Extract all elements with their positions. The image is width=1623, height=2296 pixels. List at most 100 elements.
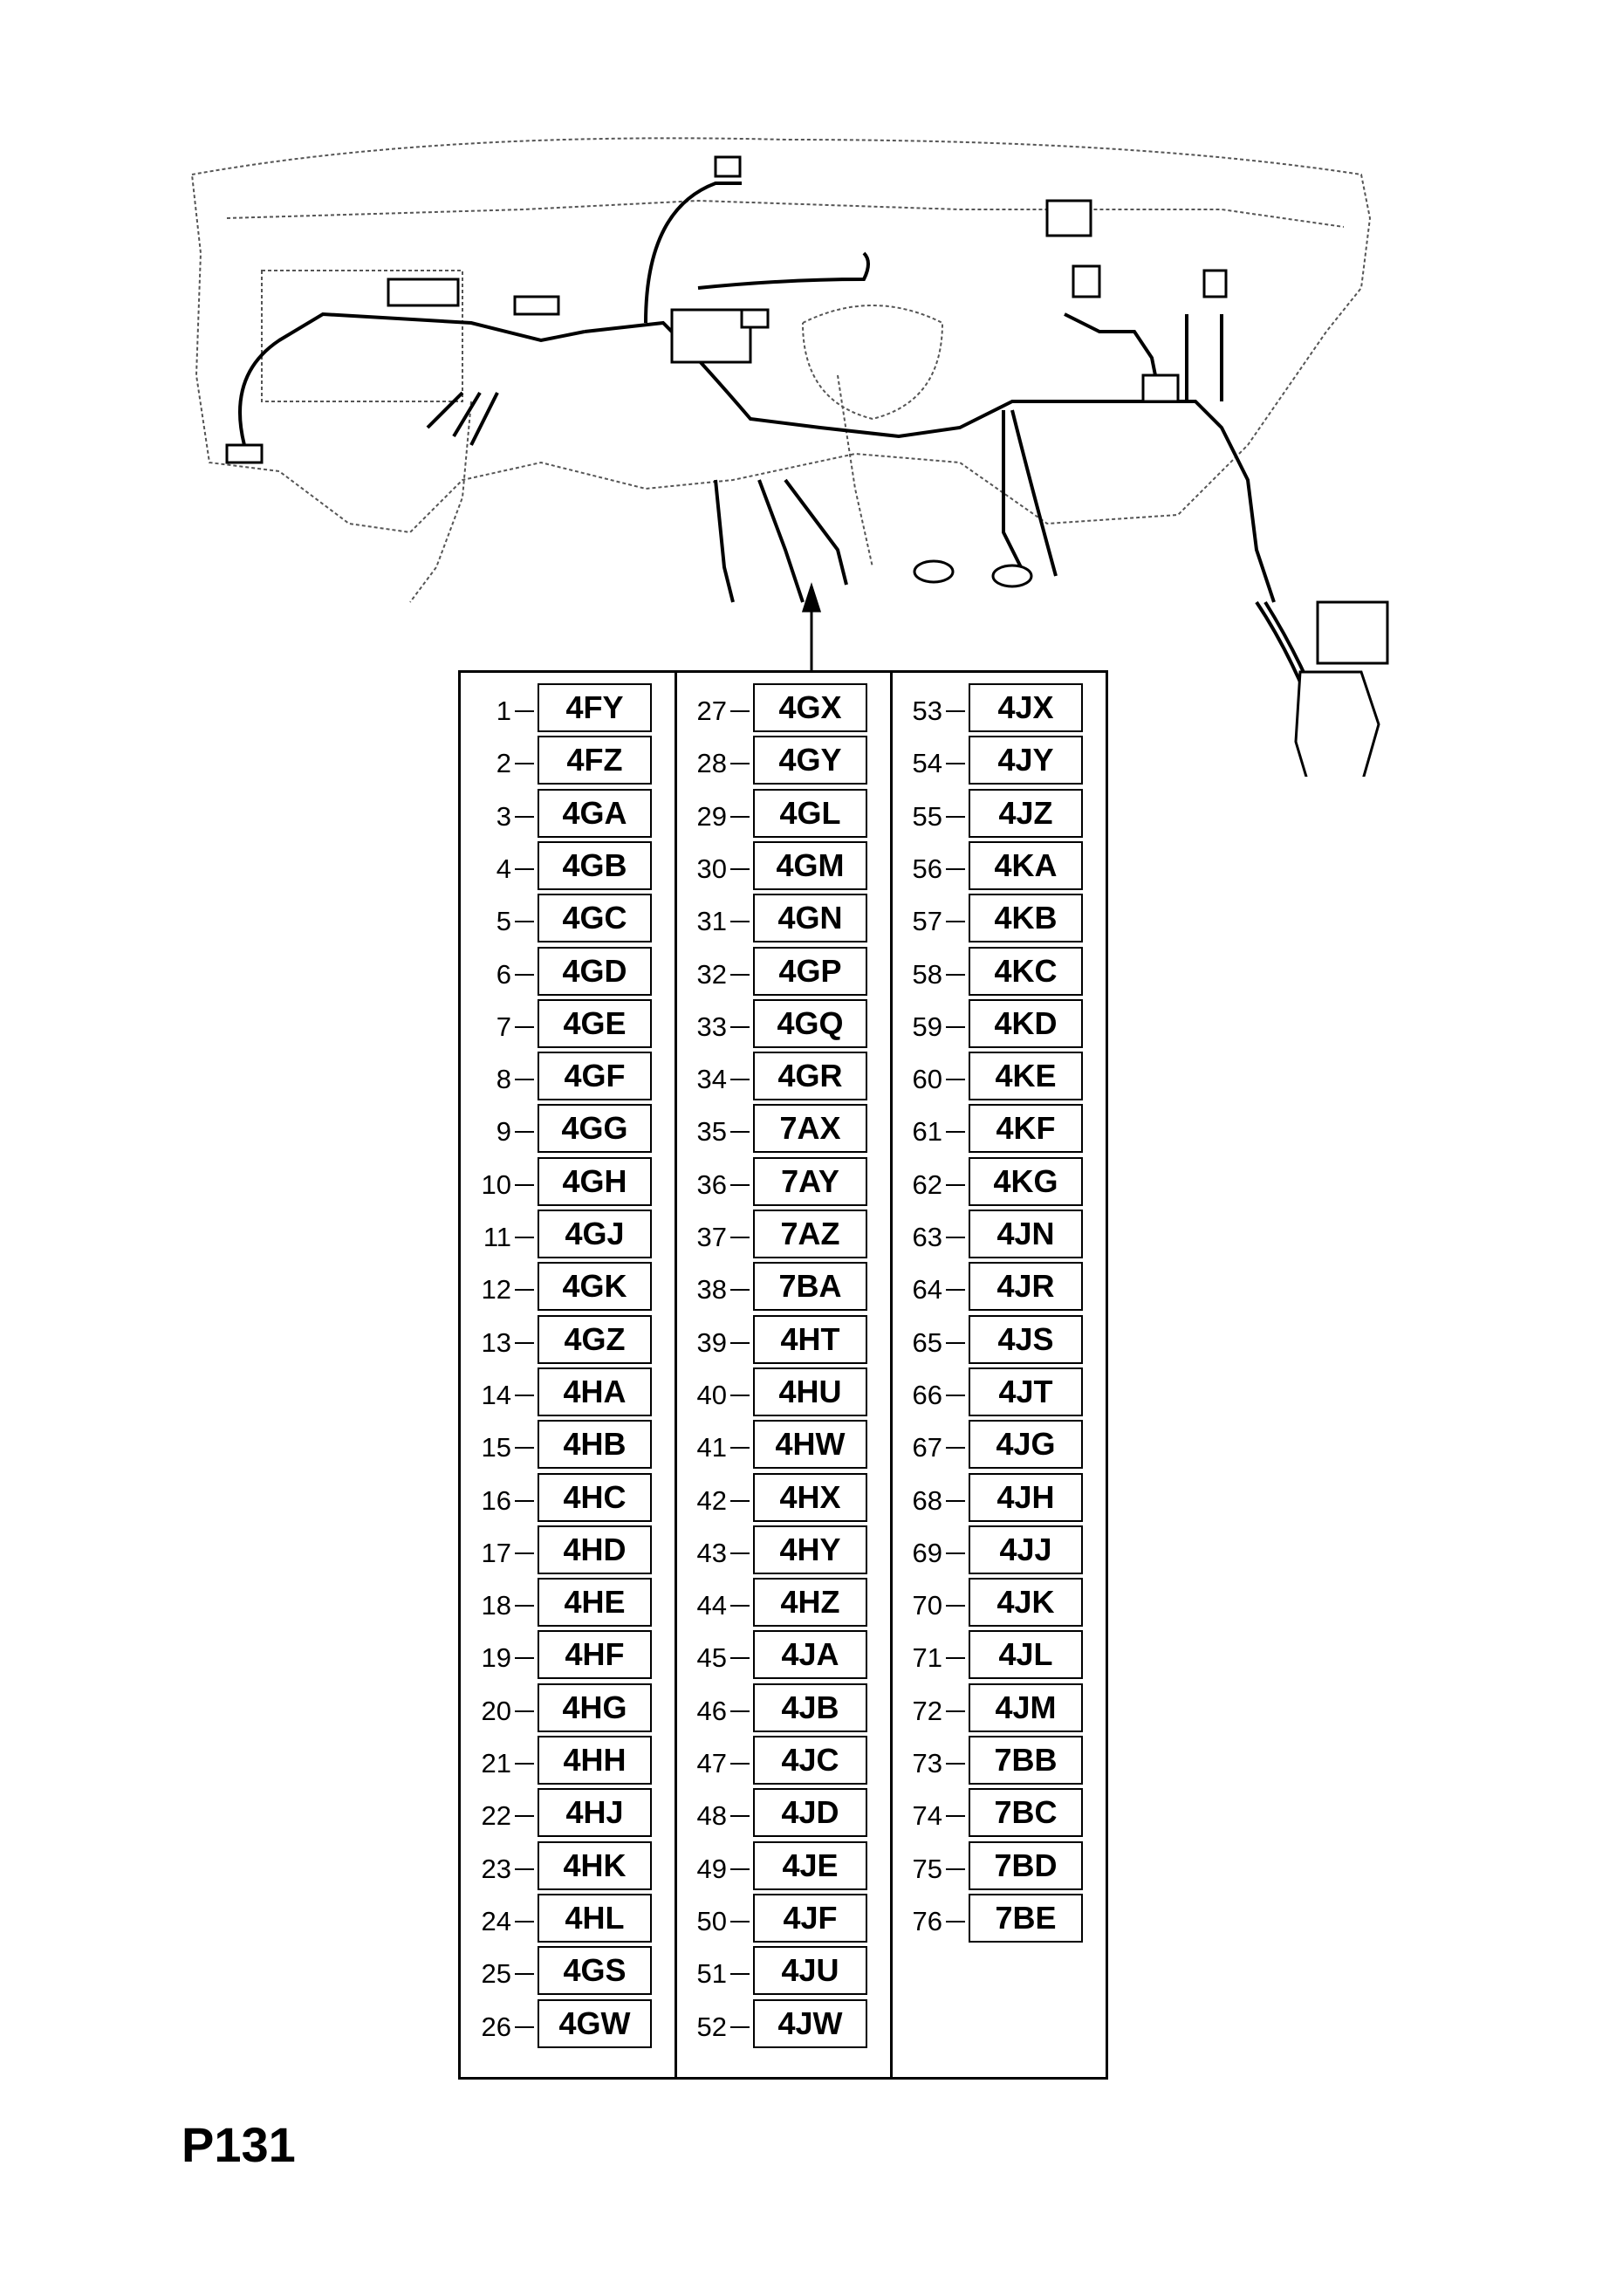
leader-line xyxy=(730,1447,750,1450)
connector-code-box: 4HH xyxy=(538,1736,652,1785)
leader-line xyxy=(730,1605,750,1607)
item-number: 13 xyxy=(481,1326,511,1358)
leader-line xyxy=(730,1183,750,1186)
leader-line xyxy=(946,1710,965,1712)
connector-code-box: 4KF xyxy=(969,1104,1083,1154)
item-number: 3 xyxy=(496,800,511,832)
leader-line xyxy=(730,763,750,765)
leader-line xyxy=(946,973,965,976)
leader-line xyxy=(946,1815,965,1818)
connector-code-box: 4KA xyxy=(969,840,1083,890)
connector-code-box: 4GD xyxy=(538,946,652,996)
connector-code-box: 4HG xyxy=(538,1683,652,1732)
leader-line xyxy=(730,867,750,870)
item-number: 32 xyxy=(696,958,727,990)
connector-code-box: 4GH xyxy=(538,1156,652,1206)
leader-line xyxy=(515,1973,534,1976)
connector-code-box: 4GP xyxy=(753,946,867,996)
connector-code-box: 7BA xyxy=(753,1262,867,1312)
connector-code-box: 4JZ xyxy=(969,788,1083,838)
leader-line xyxy=(730,1710,750,1712)
connector-code-box: 4JS xyxy=(969,1314,1083,1364)
connector-code-box: 4JE xyxy=(753,1840,867,1890)
connector-code-box: 4HJ xyxy=(538,1788,652,1838)
item-number: 37 xyxy=(696,1222,727,1252)
connector-code-box: 4JG xyxy=(969,1420,1083,1470)
leader-line xyxy=(515,1183,534,1186)
connector-code-box: 4KC xyxy=(969,946,1083,996)
connector-code-box: 4GJ xyxy=(538,1210,652,1258)
connector-code-box: 4HW xyxy=(753,1420,867,1470)
connector-code-box: 4GX xyxy=(753,683,867,732)
item-number: 54 xyxy=(912,748,942,779)
connector-code-box: 4KD xyxy=(969,998,1083,1048)
item-number: 46 xyxy=(696,1695,727,1726)
leader-line xyxy=(515,1920,534,1922)
leader-line xyxy=(946,1131,965,1134)
leader-line xyxy=(946,1868,965,1870)
item-number: 9 xyxy=(496,1116,511,1148)
connector-code-box: 4JF xyxy=(753,1893,867,1943)
leader-line xyxy=(946,1552,965,1554)
connector-code-box: 4GL xyxy=(753,788,867,838)
item-number: 72 xyxy=(912,1695,942,1726)
item-number: 62 xyxy=(912,1169,942,1200)
leader-line xyxy=(730,1394,750,1396)
connector-code-box: 7BD xyxy=(969,1840,1083,1890)
connector-code-box: 4HL xyxy=(538,1893,652,1943)
connector-code-box: 4HZ xyxy=(753,1578,867,1628)
connector-code-box: 4KB xyxy=(969,894,1083,943)
leader-line xyxy=(946,1025,965,1028)
item-number: 31 xyxy=(696,906,727,937)
item-number: 60 xyxy=(912,1064,942,1095)
leader-line xyxy=(515,1763,534,1765)
item-number: 38 xyxy=(696,1274,727,1306)
item-number: 56 xyxy=(912,853,942,884)
connector-code-box: 4JU xyxy=(753,1946,867,1996)
leader-line xyxy=(946,1341,965,1344)
leader-line xyxy=(946,1394,965,1396)
leader-line xyxy=(946,867,965,870)
item-number: 36 xyxy=(696,1169,727,1200)
item-number: 29 xyxy=(696,800,727,832)
item-number: 41 xyxy=(696,1432,727,1463)
item-number: 16 xyxy=(481,1484,511,1516)
item-number: 45 xyxy=(696,1642,727,1674)
connector-code-box: 4GE xyxy=(538,998,652,1048)
item-number: 8 xyxy=(496,1064,511,1095)
item-number: 49 xyxy=(696,1853,727,1884)
leader-line xyxy=(515,1341,534,1344)
item-number: 65 xyxy=(912,1326,942,1358)
item-number: 18 xyxy=(481,1590,511,1621)
connector-code-box: 4HY xyxy=(753,1525,867,1574)
item-number: 25 xyxy=(481,1958,511,1990)
leader-line xyxy=(946,921,965,923)
item-number: 28 xyxy=(696,748,727,779)
item-number: 23 xyxy=(481,1853,511,1884)
leader-line xyxy=(515,1605,534,1607)
